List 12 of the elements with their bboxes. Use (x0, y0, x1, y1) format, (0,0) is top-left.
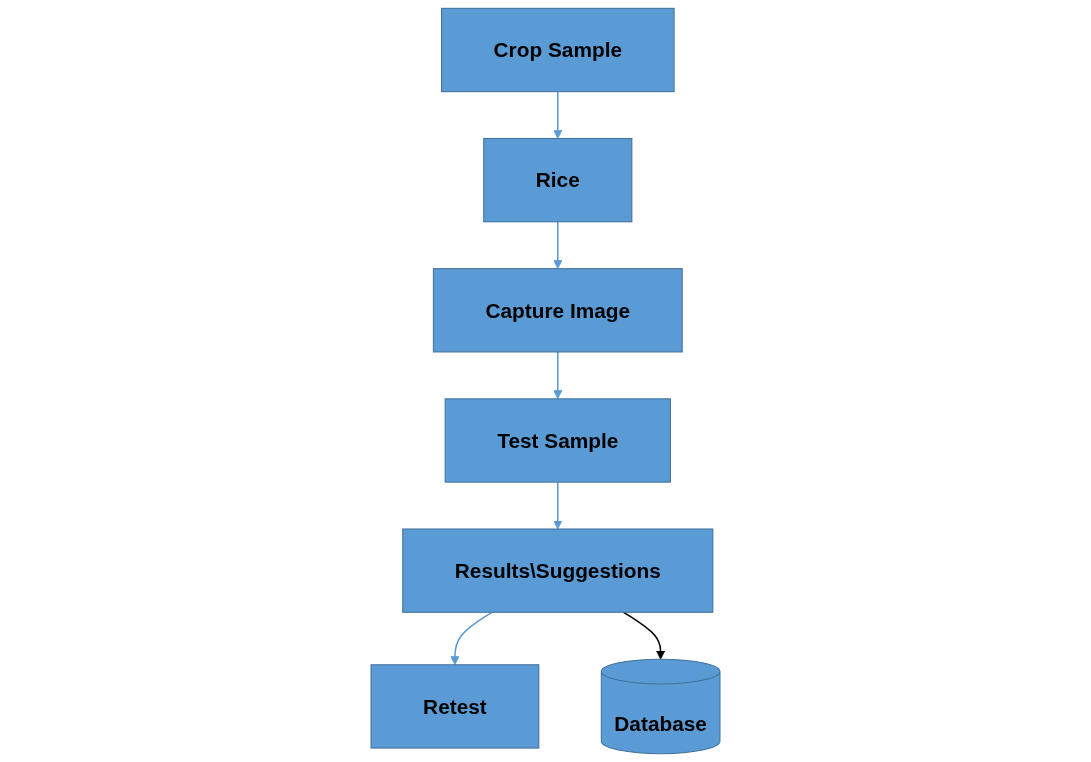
arrow (450, 611, 493, 666)
node-box: Test Sample (444, 398, 671, 483)
node-box: Capture Image (432, 268, 683, 353)
node-box: Rice (483, 138, 633, 223)
arrow (553, 221, 563, 270)
arrow (553, 90, 563, 139)
arrow (553, 351, 563, 400)
arrow (622, 611, 666, 660)
arrow (553, 481, 563, 530)
node-box: Results\Suggestions (402, 528, 714, 613)
node-box: Crop Sample (440, 7, 675, 93)
node-box: Retest (370, 664, 540, 749)
